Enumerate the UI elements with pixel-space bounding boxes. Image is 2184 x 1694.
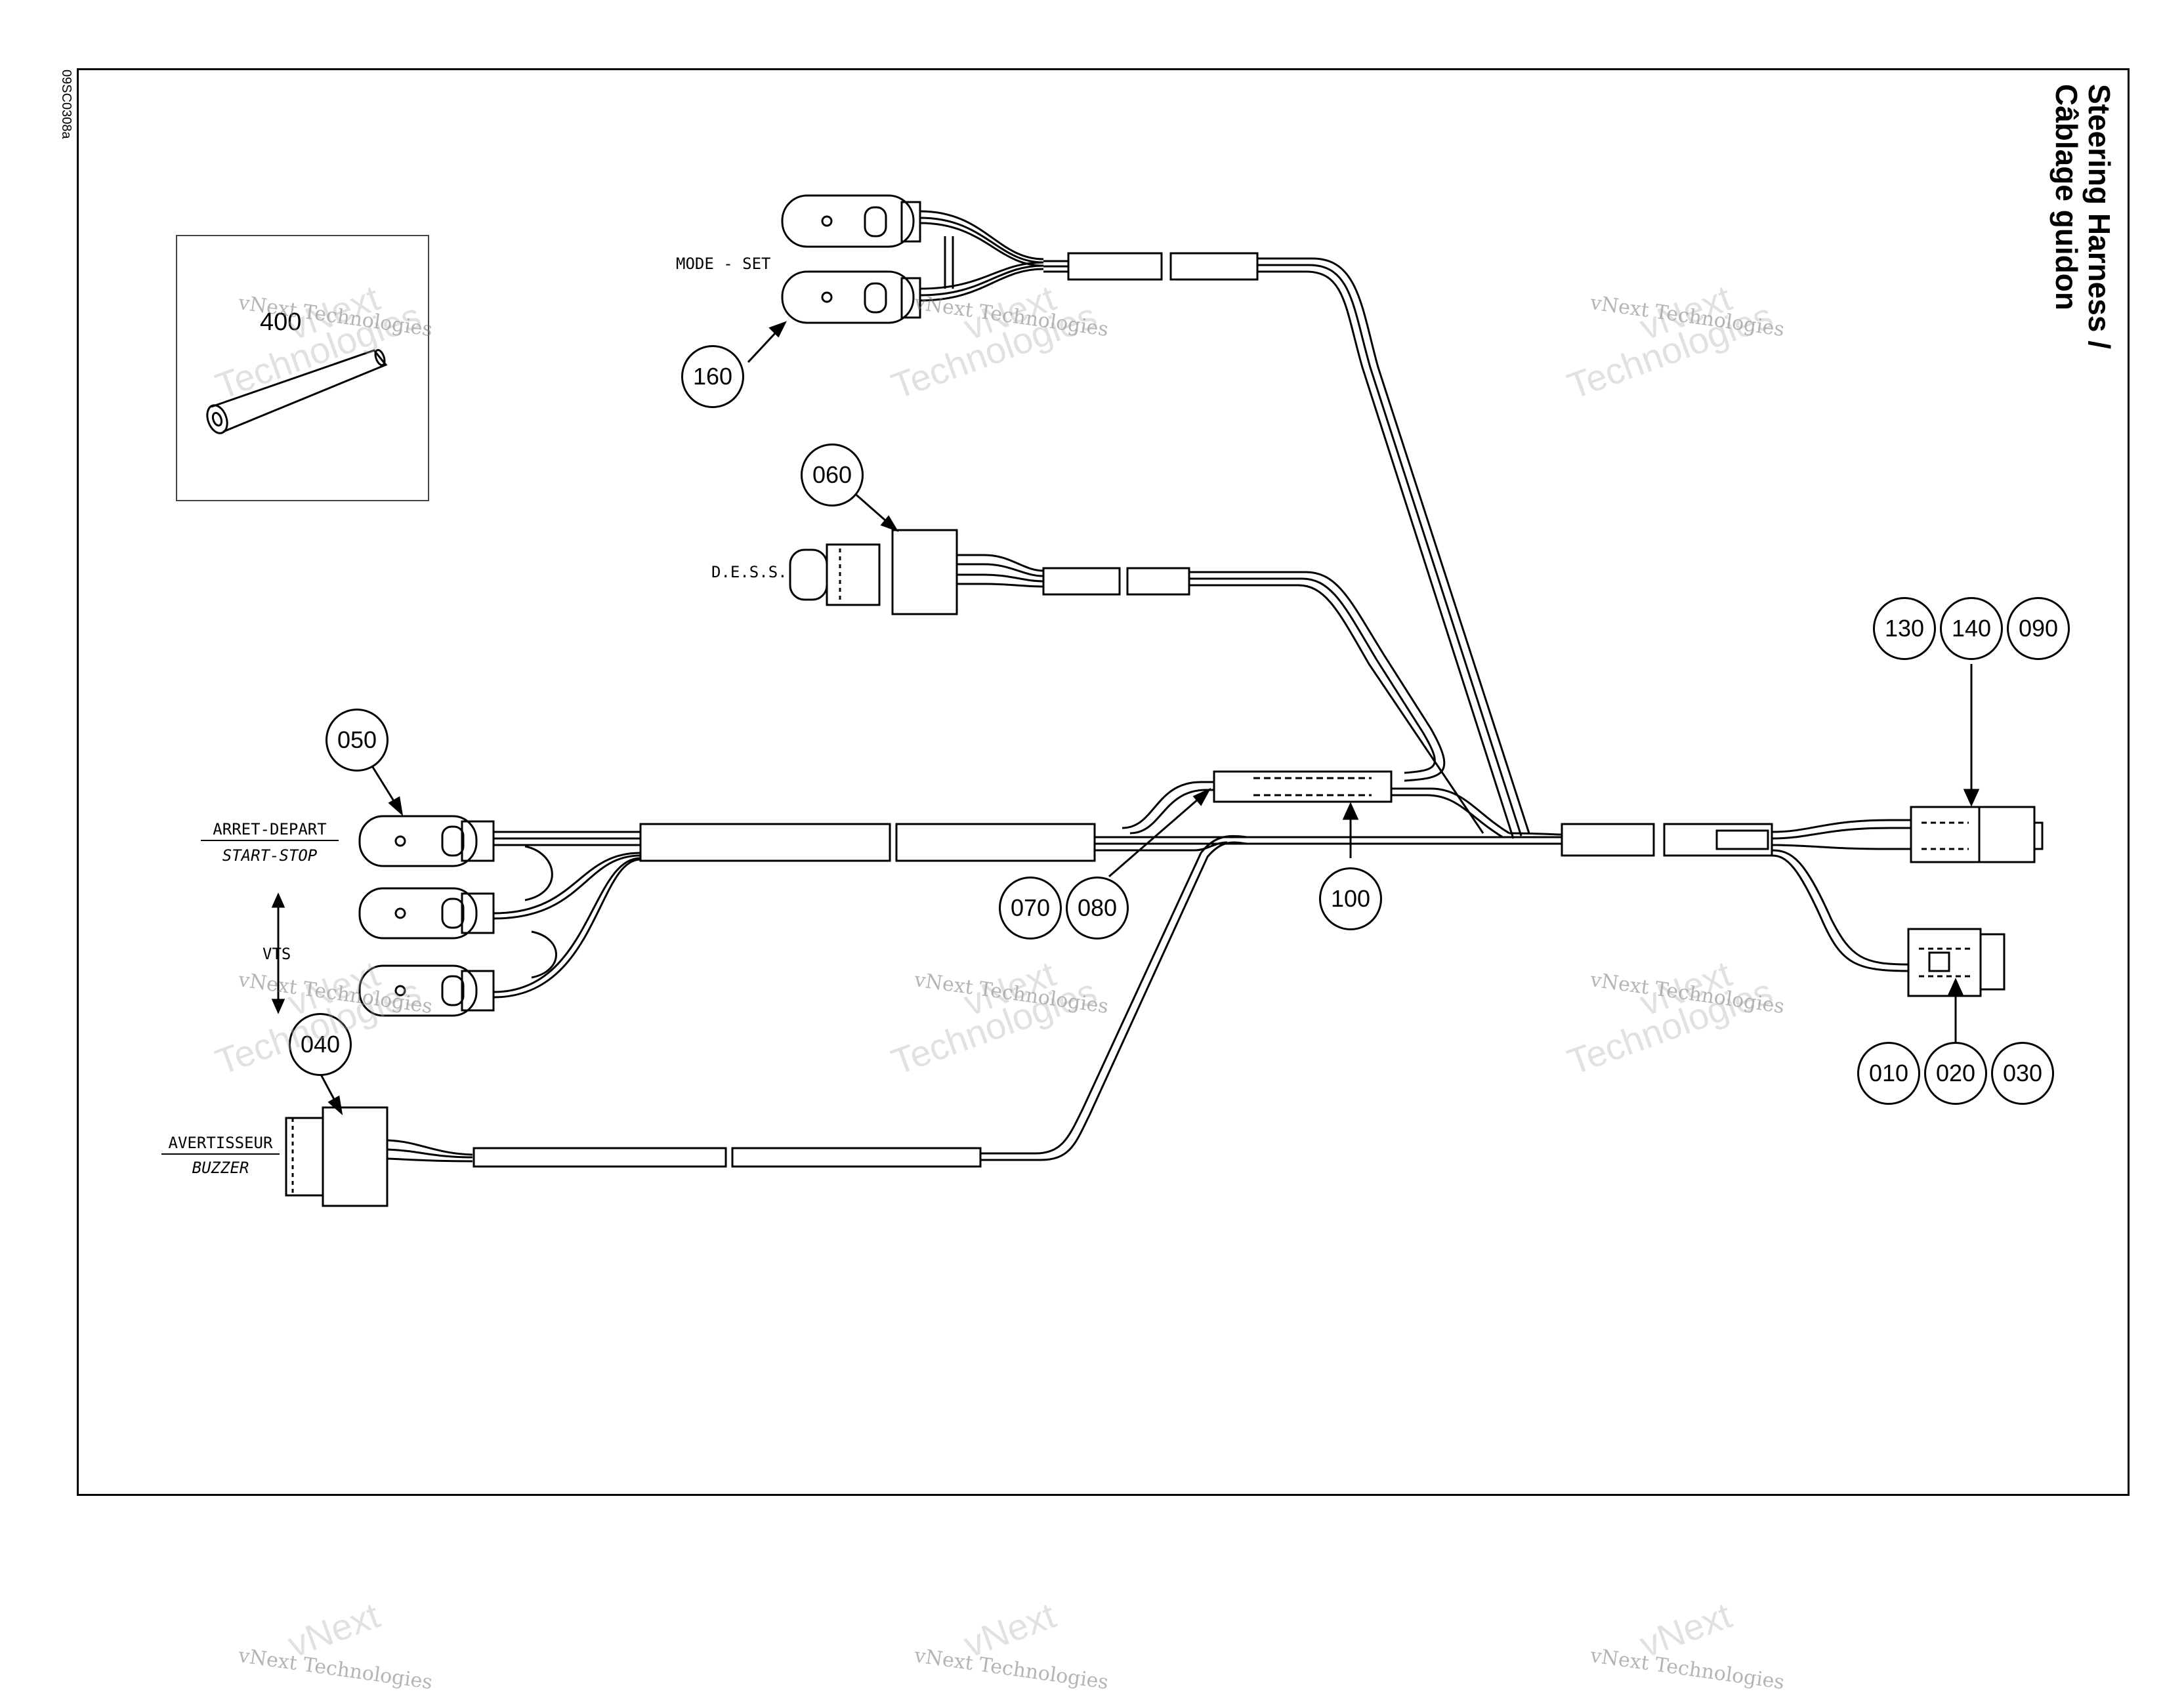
callout-070: 070 xyxy=(999,877,1062,940)
callout-040: 040 xyxy=(289,1013,352,1076)
main-trunk xyxy=(639,664,2044,1050)
callout-100: 100 xyxy=(1319,867,1382,930)
label-arret-depart: ARRET-DEPART xyxy=(201,820,339,841)
callout-020: 020 xyxy=(1924,1042,1987,1105)
label-vts: VTS xyxy=(262,945,291,963)
callout-080: 080 xyxy=(1066,877,1129,940)
start-stop-vts-switches xyxy=(271,764,641,1017)
label-dess: D.E.S.S. xyxy=(711,563,788,581)
label-buzzer: BUZZER xyxy=(192,1159,249,1177)
tube-400 xyxy=(206,349,388,434)
mode-set-switches xyxy=(747,194,1530,839)
callout-060: 060 xyxy=(801,444,864,506)
inset-part-number: 400 xyxy=(260,308,302,336)
label-avertisseur: AVERTISSEUR xyxy=(161,1134,280,1155)
callout-030: 030 xyxy=(1991,1042,2054,1105)
callout-160: 160 xyxy=(681,345,744,408)
inset-box xyxy=(176,235,429,501)
callout-090: 090 xyxy=(2007,597,2070,660)
callout-050: 050 xyxy=(326,709,388,772)
dess-connector xyxy=(789,491,1484,834)
callout-130: 130 xyxy=(1873,597,1936,660)
label-mode-set: MODE - SET xyxy=(676,255,771,273)
label-start-stop: START-STOP xyxy=(222,846,318,865)
callout-140: 140 xyxy=(1940,597,2003,660)
callout-010: 010 xyxy=(1857,1042,1920,1105)
buzzer-connector xyxy=(285,835,1248,1207)
diagram-frame xyxy=(77,68,2130,1496)
